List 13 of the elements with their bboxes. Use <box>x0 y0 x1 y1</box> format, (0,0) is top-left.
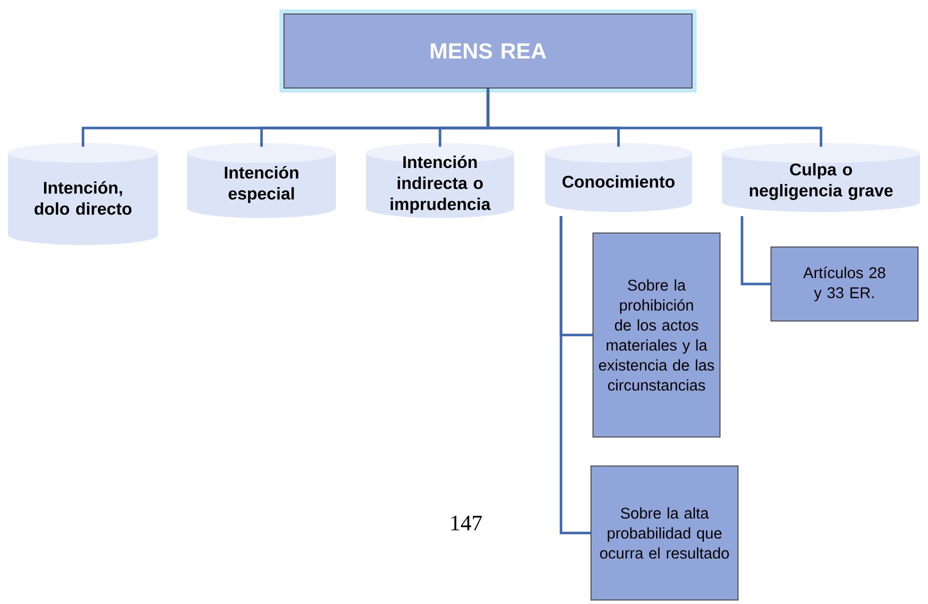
page-number: 147 <box>451 516 482 530</box>
cylinder: Intención especial <box>187 143 336 218</box>
text-box: Sobre la alta probabilidad que ocurra el resultado <box>590 465 738 600</box>
cylinder: Culpa o negligencia grave <box>722 143 920 212</box>
connector-line <box>486 88 822 147</box>
cylinder: Conocimiento <box>545 143 692 212</box>
title-box: MENS REA <box>280 10 696 92</box>
text-box: Sobre la prohibición de los actos materiales y la existencia de las circunstancias <box>592 232 720 438</box>
cylinder: Intención indirecta o imprudencia <box>366 143 514 218</box>
text-box: Artículos 28 y 33 ER. <box>770 246 918 322</box>
connector-line <box>560 216 590 534</box>
connector-line <box>740 216 770 286</box>
cylinder: Intención, dolo directo <box>8 143 158 245</box>
